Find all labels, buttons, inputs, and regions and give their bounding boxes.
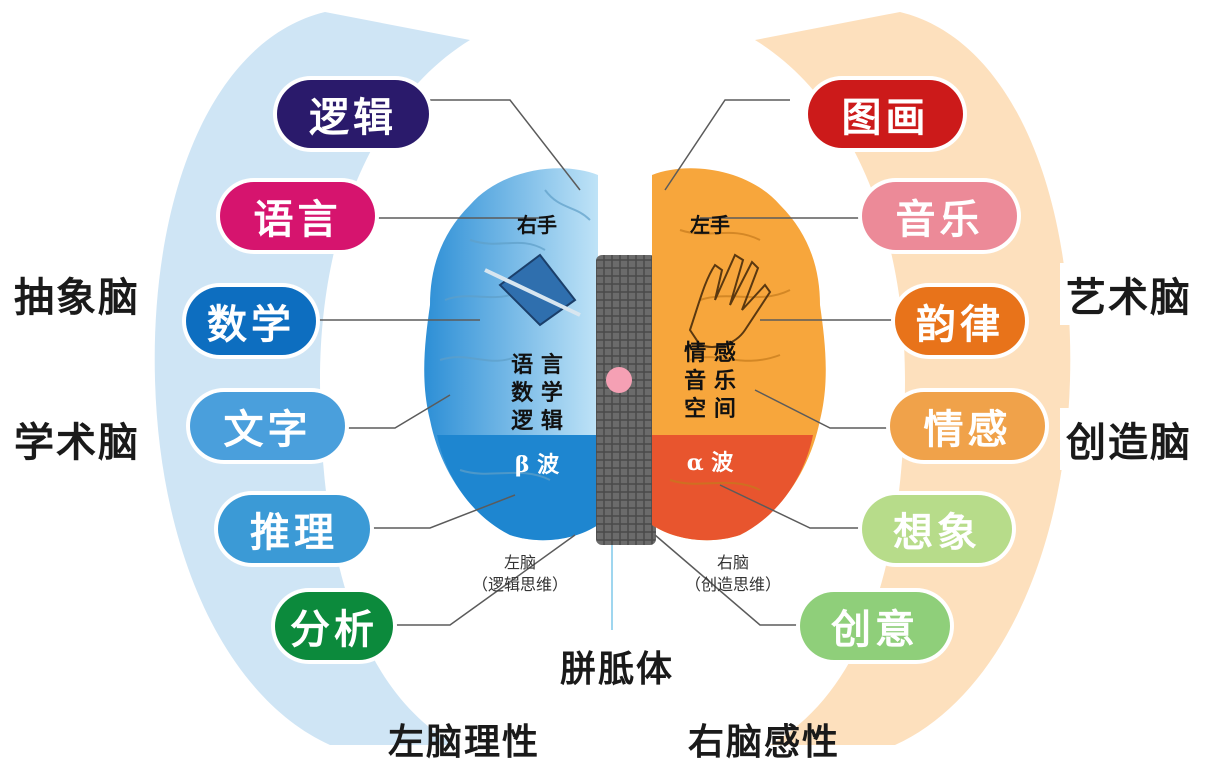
corpus-callosum (596, 255, 656, 545)
pineal-dot (606, 367, 632, 393)
right-hemisphere-text: 左手 (690, 213, 730, 237)
label-art-brain: 艺术脑 (1060, 263, 1198, 325)
hand-outline-icon (688, 253, 772, 348)
right-hemisphere-text: α 波 (687, 450, 735, 476)
left-hemisphere-text: 右手 (517, 213, 557, 237)
right-hemisphere-text: 情 感 (684, 340, 736, 366)
left-hemisphere-text: 语 言 (511, 352, 563, 378)
pill-writing: 文字 (190, 392, 345, 460)
pen-hand-icon (484, 253, 581, 327)
pill-creativity: 创意 (800, 592, 950, 660)
left-hemisphere-text: 数 学 (511, 380, 563, 406)
pill-analysis: 分析 (275, 592, 393, 660)
pill-logic: 逻辑 (277, 80, 429, 148)
pill-imagination: 想象 (862, 495, 1012, 563)
right-brain-caption: 右脑（创造思维） (684, 553, 781, 594)
pill-emotion: 情感 (890, 392, 1045, 460)
right-hemisphere-text: 空 间 (684, 396, 736, 422)
left-brain-rational-label: 左脑理性 (388, 722, 541, 763)
left-hemisphere-texts: 右手语 言数 学逻 辑 β 波 (511, 213, 563, 478)
corpus-callosum-label: 胼胝体 (560, 649, 675, 690)
label-abstract-brain: 抽象脑 (8, 263, 146, 325)
label-creative-brain: 创造脑 (1060, 408, 1198, 470)
left-hemisphere-text: β 波 (515, 452, 560, 478)
right-hemisphere-text: 音 乐 (684, 368, 736, 394)
pill-math: 数学 (186, 287, 316, 355)
pill-music: 音乐 (862, 182, 1017, 250)
label-academic-brain: 学术脑 (8, 408, 146, 470)
left-hemisphere-text: 逻 辑 (511, 408, 563, 434)
left-brain-caption: 左脑（逻辑思维） (471, 553, 568, 594)
pill-language: 语言 (220, 182, 375, 250)
pill-rhythm: 韵律 (895, 287, 1025, 355)
right-hemisphere-texts: 左手情 感音 乐空 间 α 波 (684, 213, 736, 476)
right-brain-emotional-label: 右脑感性 (688, 722, 841, 763)
pill-drawing: 图画 (808, 80, 963, 148)
pill-reasoning: 推理 (218, 495, 370, 563)
